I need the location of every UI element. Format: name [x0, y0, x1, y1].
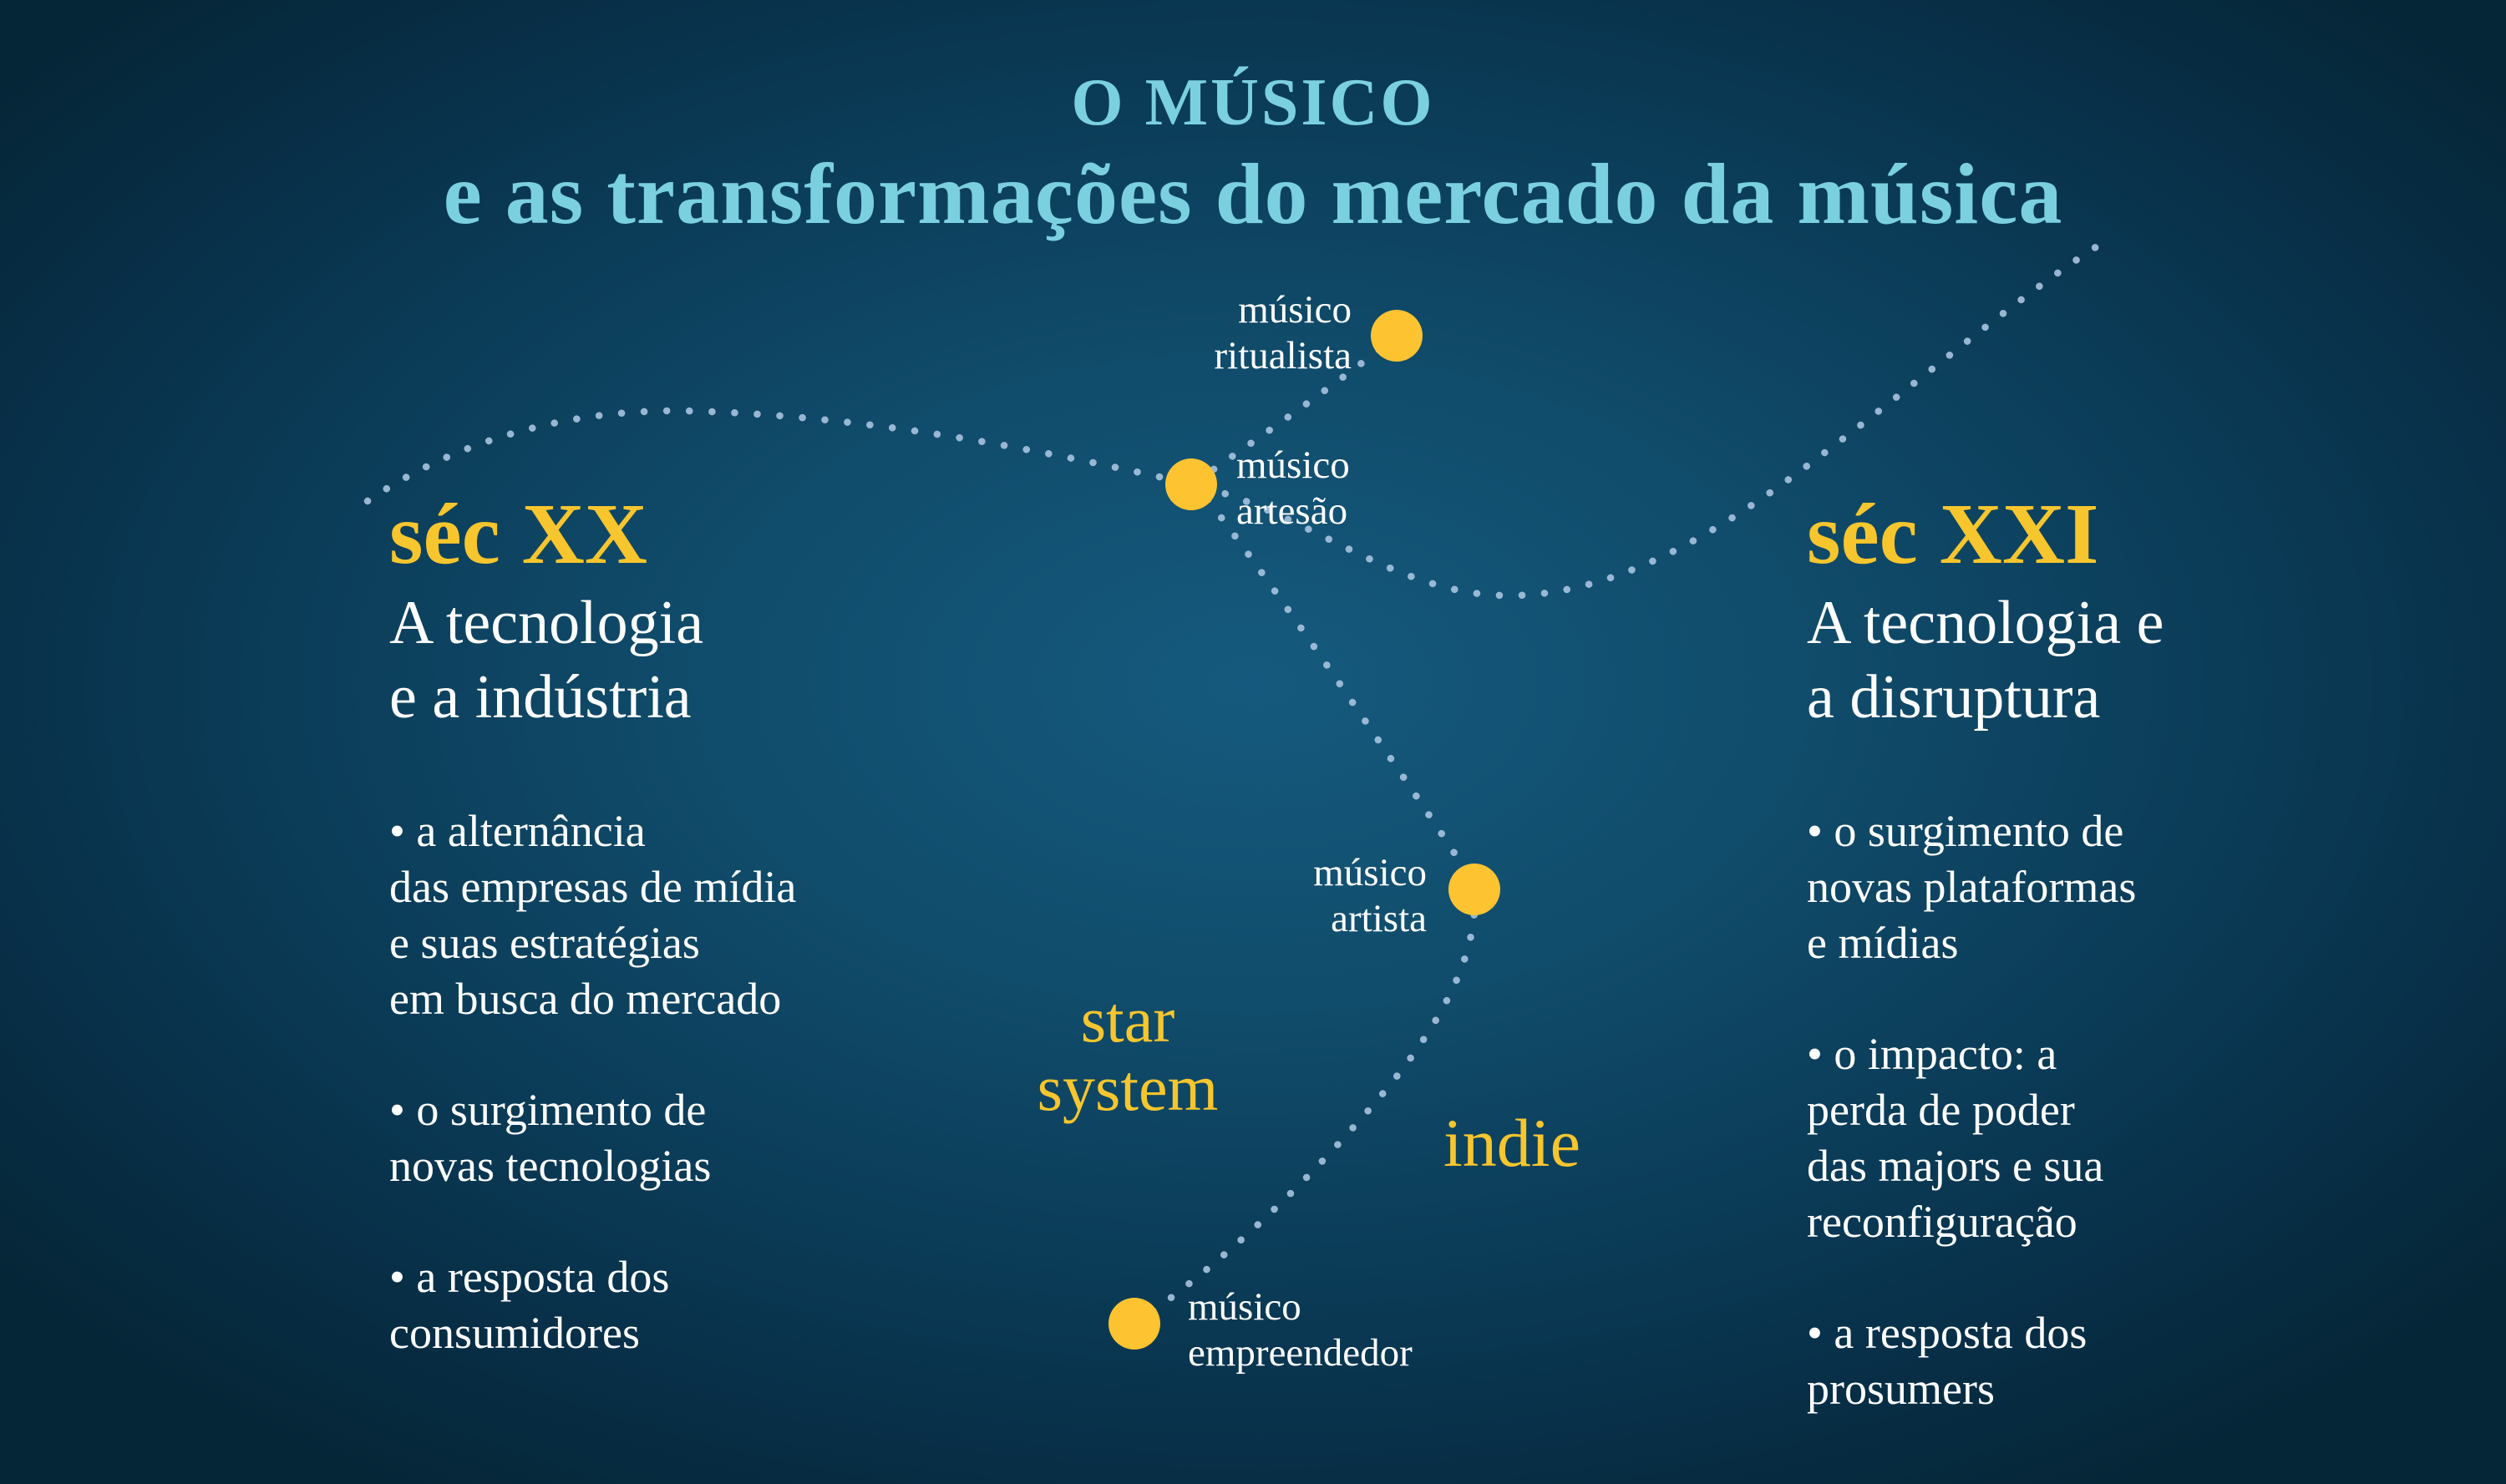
node-dot-artesao — [1165, 458, 1217, 510]
bullet-item: • a resposta dos prosumers — [1807, 1307, 2087, 1414]
zone-label-star-system: star system — [1037, 983, 1219, 1124]
era-heading-sec-xx: séc XX — [389, 486, 648, 582]
node-label-artista: músico artista — [1313, 851, 1427, 941]
subtitle-sec-xxi: A tecnologia e a disruptura — [1807, 589, 2164, 732]
zone-label-indie: indie — [1443, 1105, 1580, 1181]
bullet-list-sec-xxi: • o surgimento de novas plataformas e mí… — [1807, 803, 2358, 1417]
bullet-item: • o impacto: a perda de poder das majors… — [1807, 1028, 2104, 1247]
bullet-item: • a alternância das empresas de mídia e … — [389, 806, 797, 1024]
node-label-empreendedor: músico empreendedor — [1188, 1285, 1413, 1375]
bullet-list-sec-xx: • a alternância das empresas de mídia e … — [389, 803, 941, 1361]
title-line2: e as transformações do mercado da música — [443, 146, 2063, 242]
subtitle-sec-xx: A tecnologia e a indústria — [389, 589, 704, 732]
title: O MÚSICO e as transformações do mercado … — [0, 65, 2506, 244]
node-dot-ritualista — [1371, 310, 1423, 362]
bullet-item: • o surgimento de novas tecnologias — [389, 1084, 712, 1191]
node-dot-empreendedor — [1108, 1298, 1160, 1350]
bullet-item: • a resposta dos consumidores — [389, 1251, 670, 1358]
node-dot-artista — [1448, 864, 1500, 915]
node-label-ritualista: músico ritualista — [1214, 288, 1352, 378]
title-line1: O MÚSICO — [1071, 66, 1435, 139]
bullet-item: • o surgimento de novas plataformas e mí… — [1807, 806, 2137, 968]
era-heading-sec-xxi: séc XXI — [1807, 486, 2099, 582]
node-label-artesao: músico artesão — [1236, 443, 1350, 534]
